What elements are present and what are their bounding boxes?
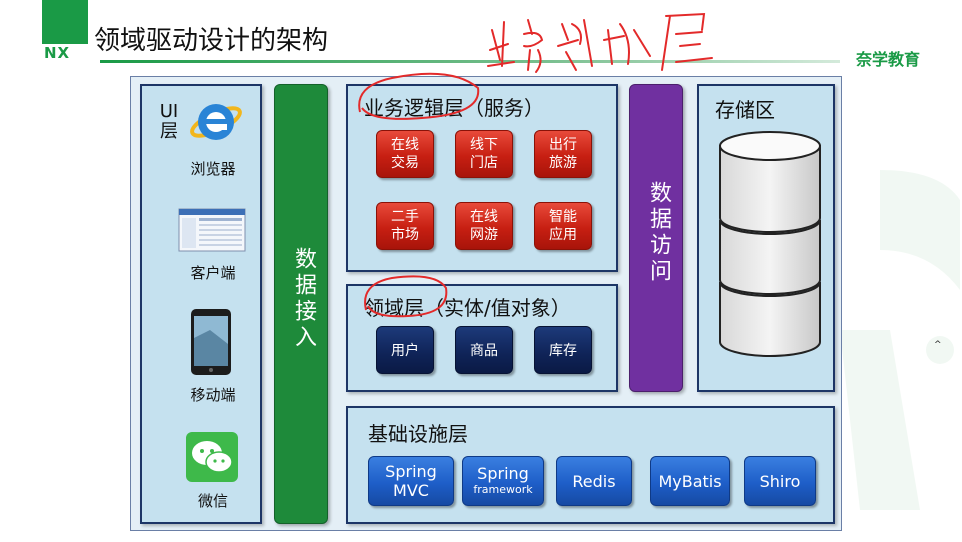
mobile-phone-icon [191,309,231,375]
module-inventory: 库存 [534,326,592,374]
ui-item-client: 客户端 [190,264,236,282]
module-spring-framework-sub: framework [473,483,533,496]
background-decoration [840,170,960,510]
page-title: 领域驱动设计的架构 [94,26,329,56]
database-cylinder-icon [719,131,821,357]
module-mybatis: MyBatis [650,456,730,506]
module-travel: 出行 旅游 [534,130,592,178]
module-shiro-main: Shiro [759,472,801,491]
ui-item-browser: 浏览器 [190,160,236,178]
domain-layer-panel: 领域层（实体/值对象） 用户 商品 库存 [346,284,618,392]
business-logic-title: 业务逻辑层（服务） [364,96,544,120]
module-online-games: 在线 网游 [455,202,513,250]
module-smart-apps: 智能 应用 [534,202,592,250]
module-spring-framework-main: Spring [477,464,529,483]
title-underline [100,60,840,63]
logo-text: NX [44,44,71,62]
module-shiro: Shiro [744,456,816,506]
client-window-icon [178,208,246,252]
infrastructure-title: 基础设施层 [368,422,468,446]
module-spring-framework: Spring framework [462,456,544,506]
module-offline-store: 线下 门店 [455,130,513,178]
ui-item-mobile: 移动端 [190,386,236,404]
handwritten-circle-domain [364,275,448,318]
wechat-icon [186,432,238,482]
data-access-label: 数据访问 [646,181,671,285]
module-mybatis-main: MyBatis [658,472,722,491]
module-redis: Redis [556,456,632,506]
handwritten-circle-business [358,72,480,120]
infrastructure-panel: 基础设施层 Spring MVC Spring framework Redis … [346,406,835,524]
logo-block [42,0,88,44]
module-product: 商品 [455,326,513,374]
module-redis-main: Redis [572,472,616,491]
data-access-bar: 数据访问 [629,84,683,392]
module-spring-mvc-sub: MVC [393,481,429,500]
brand-name: 奈学教育 [856,50,921,69]
storage-title: 存储区 [715,98,775,122]
ie-browser-icon [190,104,242,140]
module-second-hand-market: 二手 市场 [376,202,434,250]
handwritten-note-drawing [487,12,713,73]
data-ingress-bar: 数据接入 [274,84,328,524]
data-ingress-label: 数据接入 [291,247,316,351]
module-online-trading: 在线 交易 [376,130,434,178]
module-spring-mvc: Spring MVC [368,456,454,506]
ui-layer-panel: UI层 浏览器 客户端 移动端 微信 [140,84,262,524]
corner-mark: ^ [934,340,942,350]
module-spring-mvc-main: Spring [385,462,437,481]
ui-item-wechat: 微信 [197,492,228,510]
module-user: 用户 [376,326,434,374]
nx-logo: NX [42,0,88,62]
business-logic-panel: 业务逻辑层（服务） 在线 交易 线下 门店 出行 旅游 二手 市场 在线 网游 … [346,84,618,272]
ui-layer-label: UI层 [159,101,179,142]
